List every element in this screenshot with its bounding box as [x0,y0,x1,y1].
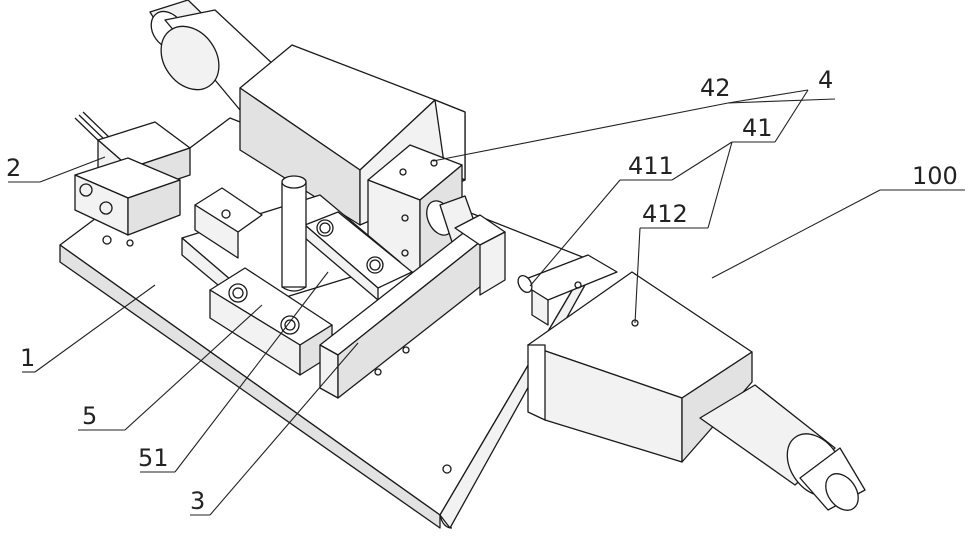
callout-3: 3 [190,487,205,515]
callout-5: 5 [82,402,97,430]
callout-1: 1 [20,344,35,372]
callout-4: 4 [818,66,833,94]
lower-micrometer-barrel [700,385,865,516]
callout-100: 100 [912,162,958,190]
callout-41: 41 [742,114,773,142]
callout-412: 412 [642,200,688,228]
vertical-pin [282,176,306,291]
callout-42: 42 [700,74,731,102]
callout-411: 411 [628,152,674,180]
callout-51: 51 [138,444,169,472]
lower-measuring-head [515,255,752,462]
callout-2: 2 [6,154,21,182]
